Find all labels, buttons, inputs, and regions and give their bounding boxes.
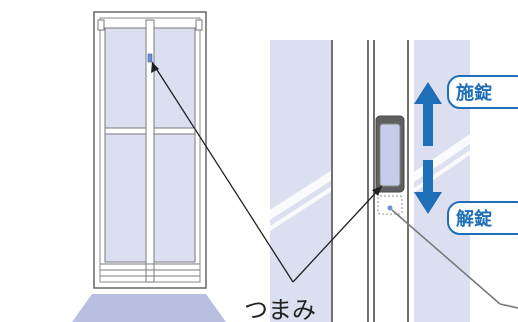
lock-label-box: [447, 75, 518, 109]
knob-callout: つまみ: [151, 61, 518, 322]
knob-label: つまみ: [244, 296, 316, 322]
door-panel-upper-left: [104, 27, 147, 129]
door-panel-upper-right: [153, 27, 196, 129]
leader-arrowhead: [372, 186, 382, 196]
lock-label: 施錠: [456, 82, 492, 104]
leader-line-to-screw-tail: [499, 303, 518, 309]
door-top-hinge: [195, 19, 203, 31]
glass-reflection: [270, 170, 332, 220]
door-center-mullion: [145, 19, 155, 283]
folding-door: [72, 11, 226, 322]
leader-line-to-screw: [391, 209, 501, 305]
up-arrow-icon: [414, 82, 442, 146]
door-panel-lower-left: [104, 133, 147, 263]
closeup-knob-unlock-position: [377, 195, 403, 215]
floor-mat: [72, 294, 226, 322]
down-arrow-icon: [414, 160, 442, 214]
door-cross-rail: [104, 127, 147, 135]
leader-arrowhead: [151, 62, 159, 73]
closeup-screw: [387, 205, 393, 211]
leader-line-to-door-knob: [151, 61, 294, 283]
door-top-hinge: [97, 19, 105, 31]
door-knob-marker: [147, 53, 153, 63]
door-panel-lower-right: [153, 133, 196, 263]
leader-line-to-closeup-knob: [292, 185, 383, 283]
unlock-label: 解錠: [456, 208, 492, 230]
lock-closeup: 施錠 解錠: [270, 40, 518, 322]
glass-reflection: [270, 186, 332, 231]
unlock-label-box: [447, 201, 518, 235]
closeup-knob-slider: [379, 123, 401, 187]
door-cross-rail: [153, 127, 196, 135]
